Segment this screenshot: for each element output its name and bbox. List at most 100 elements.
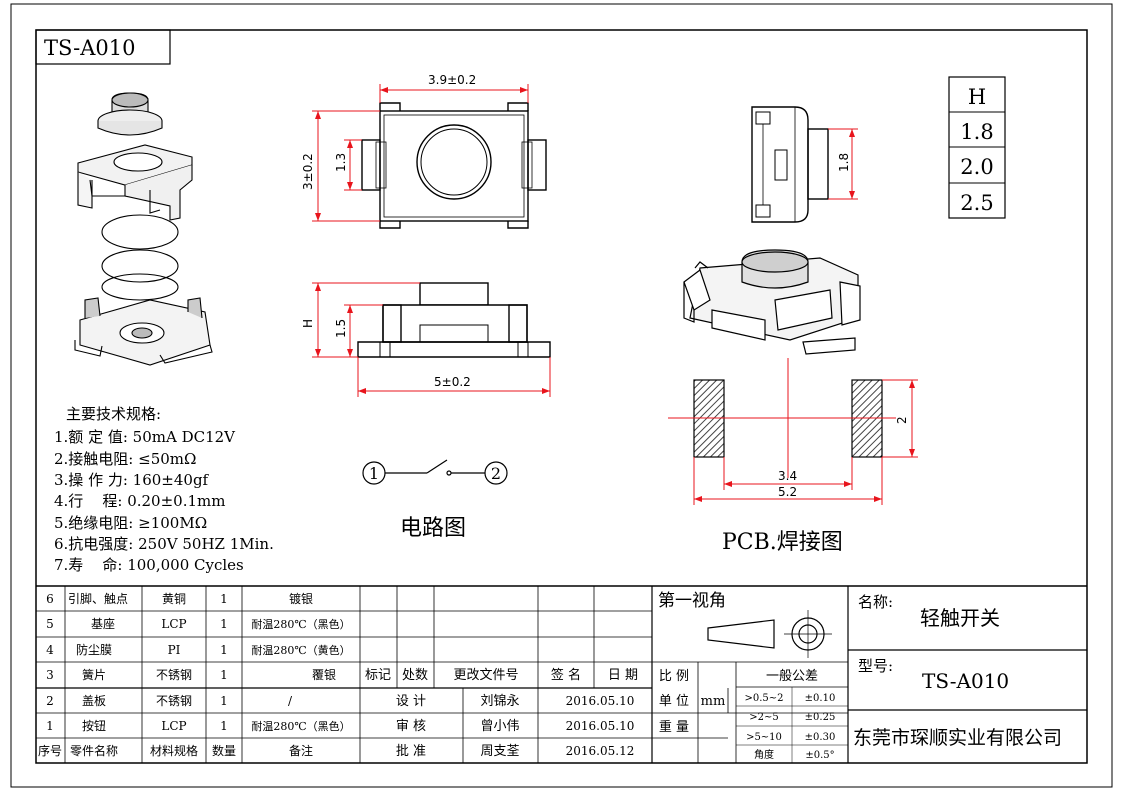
title-box: TS-A010	[35, 29, 171, 65]
parts-material-3: 不锈钢	[156, 668, 192, 682]
parts-qty-4: 1	[220, 643, 228, 657]
isometric-view	[683, 249, 861, 355]
parts-no-5: 5	[46, 617, 54, 631]
parts-note-6: 镀银	[289, 592, 313, 606]
projection-symbol: 第一视角	[658, 591, 832, 658]
tolerance-range-1: >0.5~2	[744, 693, 783, 704]
dim-top-height: 3±0.2	[301, 153, 315, 190]
dim-pcb-outer: 5.2	[778, 485, 797, 499]
parts-no-4: 4	[46, 643, 54, 657]
parts-header-note: 备注	[289, 743, 313, 758]
revision-name-2: 曾小伟	[480, 719, 519, 734]
parts-note-1: 耐温280℃（黑色）	[251, 719, 350, 733]
dim-front-15: 1.5	[334, 319, 348, 338]
circuit-node-2: 2	[491, 464, 501, 483]
tolerance-value-4: ±0.5°	[805, 750, 834, 761]
exploded-disc-1	[101, 214, 179, 250]
revision-file: 更改文件号	[453, 668, 518, 683]
top-view-dims	[312, 84, 529, 222]
title-block-name: 轻触开关	[920, 606, 1000, 630]
tolerance-range-2: >2~5	[749, 712, 778, 723]
parts-note-5: 耐温280℃（黑色）	[251, 617, 350, 631]
top-view	[361, 102, 547, 229]
spec-item-7: 7.寿 命: 100,000 Cycles	[54, 556, 244, 574]
scale-weight-label: 重 量	[659, 719, 689, 735]
dim-top-width: 3.9±0.2	[428, 73, 476, 87]
dim-pcb-gap: 2	[895, 416, 909, 424]
revision-role-1: 设 计	[396, 694, 426, 709]
exploded-disc-3	[101, 273, 179, 301]
parts-name-6: 引脚、触点	[68, 591, 128, 606]
parts-note-4: 耐温280℃（黄色）	[251, 643, 350, 657]
title-block-model: TS-A010	[922, 669, 1009, 693]
pcb-label: PCB.焊接图	[722, 530, 843, 555]
revision-date: 日 期	[608, 668, 638, 683]
revision-name-3: 周支荃	[480, 744, 519, 759]
title-block-company: 东莞市琛顺实业有限公司	[853, 727, 1062, 749]
parts-name-2: 盖板	[82, 694, 106, 708]
tolerance-table: 一般公差 >0.5~2 ±0.10 >2~5 ±0.25 >5~10 ±0.30…	[744, 668, 835, 761]
parts-no-3: 3	[46, 668, 54, 682]
inner-frame	[35, 29, 1088, 764]
front-view	[357, 282, 551, 358]
revision-name-1: 刘锦永	[480, 694, 519, 709]
parts-table: 6 引脚、触点 黄铜 1 镀银 5 基座 LCP 1 耐温280℃（黑色） 4 …	[38, 591, 351, 758]
dim-pcb-inner: 3.4	[778, 469, 797, 483]
dim-front-h: H	[301, 319, 315, 328]
circuit-label: 电路图	[400, 516, 466, 541]
parts-header-material: 材料规格	[150, 743, 198, 758]
spec-item-1: 1.额 定 值: 50mA DC12V	[54, 428, 236, 446]
spec-item-6: 6.抗电强度: 250V 50HZ 1Min.	[54, 535, 274, 553]
spec-item-5: 5.绝缘电阻: ≥100MΩ	[54, 514, 207, 532]
tolerance-value-2: ±0.25	[805, 712, 836, 723]
parts-name-5: 基座	[91, 616, 115, 631]
dim-side-height: 1.8	[837, 153, 851, 172]
outer-frame	[10, 3, 1113, 788]
title-block-name-label: 名称:	[858, 593, 893, 611]
scale-unit-value: mm	[701, 694, 726, 709]
exploded-view	[74, 92, 213, 366]
title-block-model-label: 型号:	[858, 657, 893, 675]
parts-qty-2: 1	[220, 694, 228, 708]
specs: 主要技术规格: 1.额 定 值: 50mA DC12V 2.接触电阻: ≤50m…	[54, 405, 274, 574]
parts-qty-6: 1	[220, 592, 228, 606]
bottom-table	[36, 585, 1087, 763]
tolerance-range-4: 角度	[754, 748, 774, 761]
side-view-dims	[828, 128, 858, 200]
revision-date-3: 2016.05.12	[566, 744, 635, 758]
tolerance-value-1: ±0.10	[805, 693, 836, 704]
pcb-layout: 2 3.4 5.2	[668, 358, 918, 505]
revision-sign: 签 名	[551, 667, 581, 683]
parts-qty-1: 1	[220, 719, 228, 733]
parts-material-2: 不锈钢	[156, 694, 192, 708]
parts-material-6: 黄铜	[162, 591, 186, 606]
parts-name-1: 按钮	[82, 718, 106, 733]
side-view	[751, 106, 829, 223]
revision-role-2: 审 核	[396, 719, 426, 734]
tolerance-range-3: >5~10	[746, 732, 782, 743]
spec-item-2: 2.接触电阻: ≤50mΩ	[54, 450, 196, 468]
revision-date-1: 2016.05.10	[566, 694, 635, 708]
projection-icon	[707, 610, 832, 658]
spec-item-3: 3.操 作 力: 160±40gf	[54, 471, 210, 489]
parts-header-qty: 数量	[212, 743, 236, 758]
h-table-value-2: 2.0	[960, 155, 993, 179]
exploded-cover-plate	[77, 144, 193, 221]
h-table-value-1: 1.8	[960, 120, 993, 144]
parts-material-4: PI	[168, 643, 181, 657]
parts-note-3: 覆银	[312, 668, 336, 682]
scale-unit-label: 单 位	[659, 694, 689, 709]
revision-count: 处数	[402, 668, 428, 683]
parts-qty-5: 1	[220, 617, 228, 631]
parts-name-3: 簧片	[82, 667, 106, 682]
parts-name-4: 防尘膜	[76, 642, 112, 657]
h-table-header: H	[968, 85, 986, 109]
front-view-dims	[312, 282, 551, 397]
title-box-text: TS-A010	[44, 36, 136, 60]
dim-front-width: 5±0.2	[434, 375, 471, 389]
parts-header-no: 序号	[38, 743, 62, 758]
h-table: H 1.8 2.0 2.5	[948, 76, 1006, 219]
parts-no-6: 6	[46, 592, 54, 606]
dim-top-inner: 1.3	[334, 153, 348, 172]
